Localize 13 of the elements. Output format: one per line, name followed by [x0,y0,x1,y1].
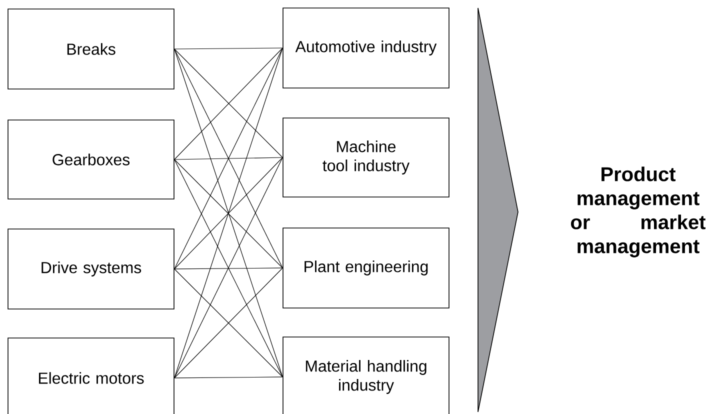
connector-line [174,268,283,270]
category-box: Plant engineering [282,228,450,308]
category-box: Drive systems [8,228,174,310]
connector-line [174,376,283,378]
category-box: Electric motors [8,338,174,414]
category-box: Machine tool industry [282,118,450,198]
category-box: Breaks [8,8,174,90]
connector-line [174,48,283,50]
category-box: Material handling industry [282,336,450,414]
connector-line [174,157,283,160]
category-box: Gearboxes [8,120,174,200]
heading-text: Product management or market management [570,166,706,258]
category-box: Automotive industry [282,8,450,88]
